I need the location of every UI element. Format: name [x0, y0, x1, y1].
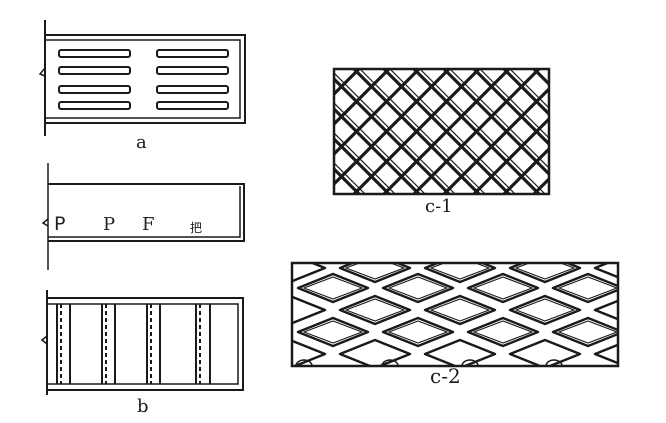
- panel-a-drawing: [38, 20, 246, 136]
- panel-b-label: b: [137, 396, 149, 417]
- marking-f: F: [142, 214, 155, 235]
- marking-ba: 把: [190, 221, 203, 235]
- panel-c2-label: c-2: [430, 364, 461, 388]
- marking-p-1: P: [54, 213, 66, 235]
- panel-b-drawing: [40, 290, 244, 395]
- marking-p-2: P: [103, 214, 116, 235]
- panel-c1-label: c-1: [425, 196, 453, 217]
- panel-c2-drawing: [290, 261, 620, 368]
- panel-a-label: a: [136, 132, 147, 153]
- panel-c1-drawing: [332, 67, 551, 196]
- panel-b-top-drawing: [41, 163, 245, 270]
